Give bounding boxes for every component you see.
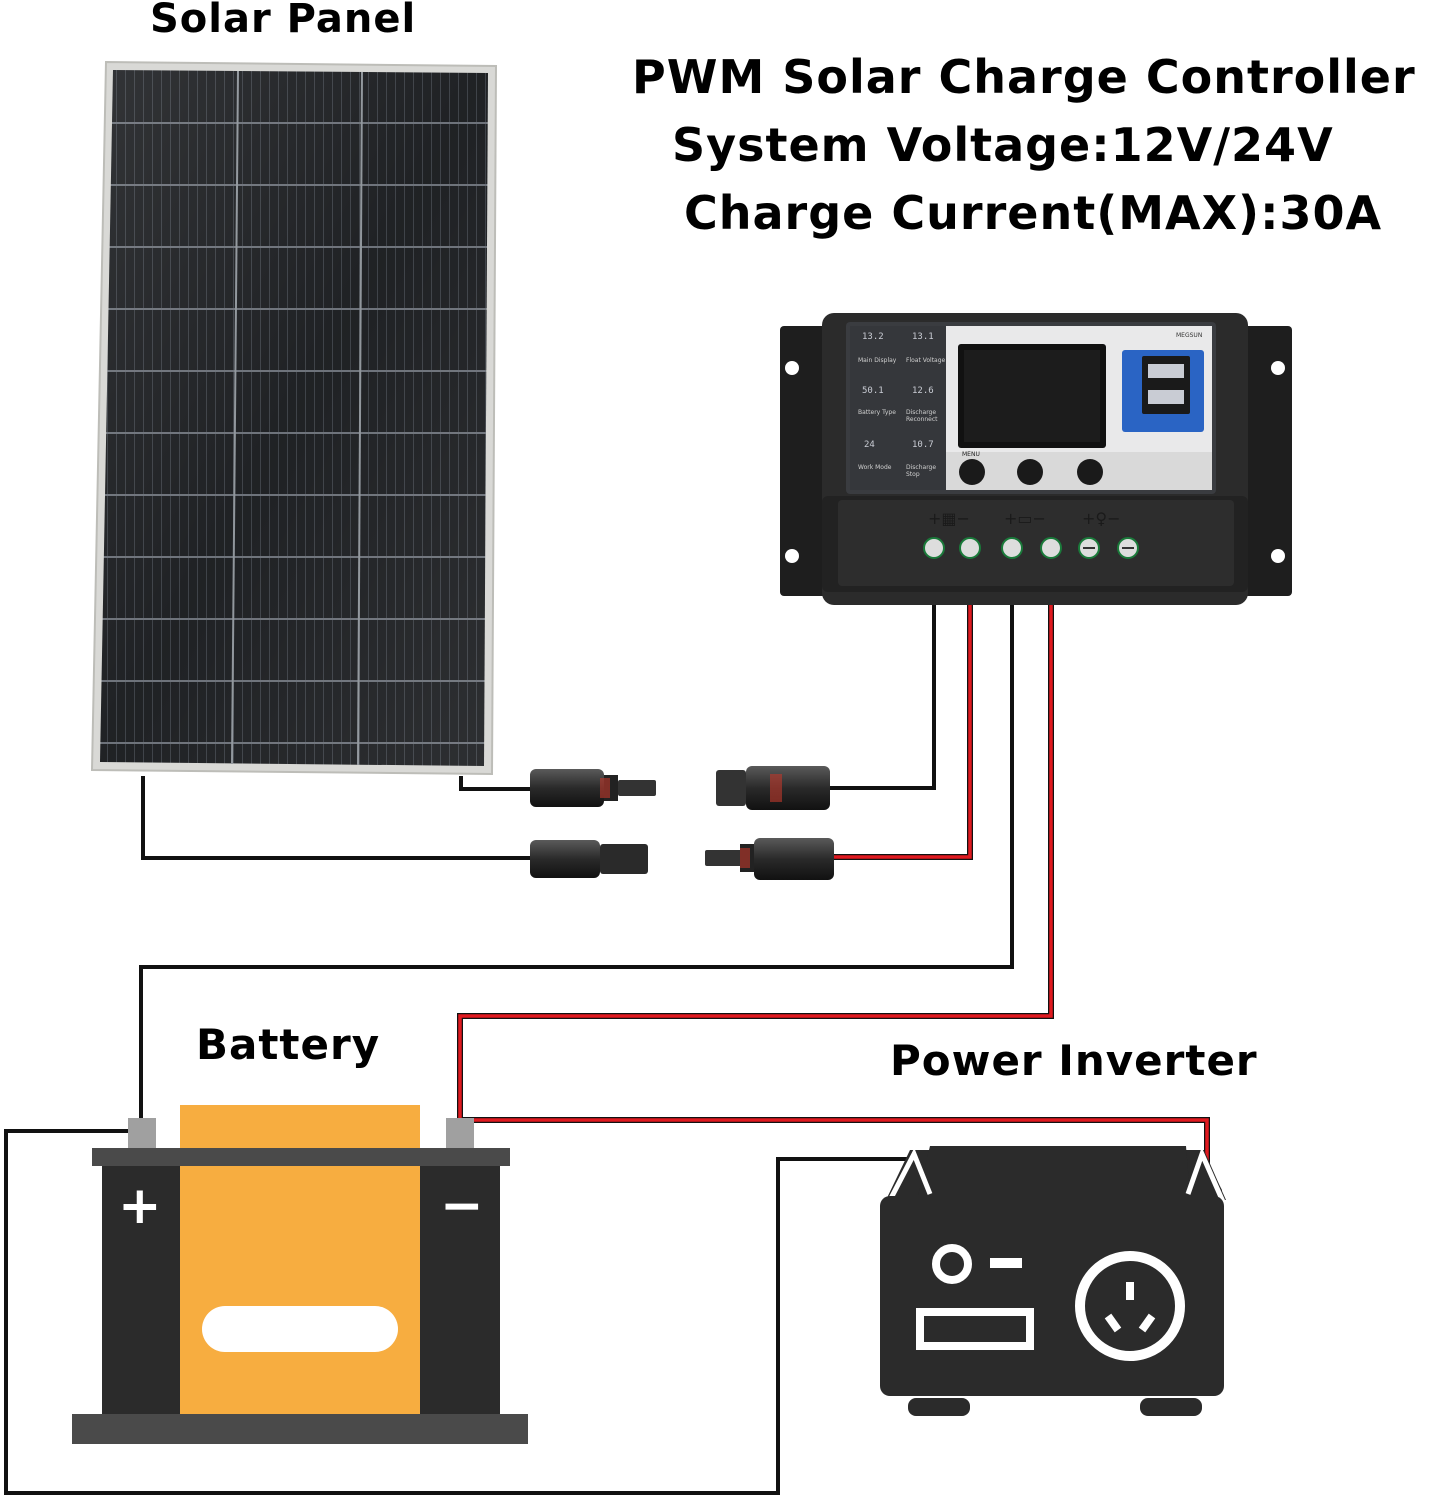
panel-negative-wire xyxy=(141,776,536,860)
screen-value-2: 13.1 xyxy=(912,332,934,342)
system-voltage-label: System Voltage:12V/24V xyxy=(672,118,1334,172)
screen-caption-4: Discharge Reconnect xyxy=(906,409,938,423)
battery-negative-wire xyxy=(457,548,1054,1118)
screen-caption-1: Main Display xyxy=(858,357,897,364)
mc4-connector-top-right xyxy=(716,766,830,810)
controller-pv-neg-wire xyxy=(828,548,936,790)
power-inverter xyxy=(880,1146,1227,1416)
terminal-screws xyxy=(923,537,1139,559)
menu-button xyxy=(959,459,985,485)
battery-terminal-positive xyxy=(128,1118,156,1148)
svg-text:+♀−: +♀− xyxy=(1082,509,1121,528)
mc4-connector-bottom-left xyxy=(530,840,648,878)
screen-value-3: 50.1 xyxy=(862,386,884,396)
charge-current-label: Charge Current(MAX):30A xyxy=(684,186,1383,240)
battery xyxy=(72,1105,528,1444)
battery-terminal-negative xyxy=(446,1118,474,1148)
screen-caption-5: Work Mode xyxy=(858,464,892,471)
screen-caption-6: Discharge Stop xyxy=(906,464,937,478)
screen-value-5: 24 xyxy=(864,440,875,450)
battery-positive-sign: + xyxy=(118,1176,162,1236)
solar-panel xyxy=(90,60,498,776)
up-button xyxy=(1017,459,1043,485)
inverter-negative-wire xyxy=(4,1129,910,1495)
solar-panel-label: Solar Panel xyxy=(150,0,417,42)
mc4-connector-top-left xyxy=(530,769,656,807)
charge-controller: +▦− +▭− +♀− xyxy=(780,313,1292,605)
battery-negative-sign: − xyxy=(440,1176,484,1236)
screen-caption-3: Battery Type xyxy=(858,409,896,416)
battery-positive-wire xyxy=(139,548,1014,1118)
mc4-connector-bottom-right xyxy=(705,838,834,880)
screen-value-4: 12.6 xyxy=(912,386,934,396)
screen-value-1: 13.2 xyxy=(862,332,884,342)
controller-brand: MEGSUN xyxy=(1176,332,1203,339)
svg-text:+▦−: +▦− xyxy=(928,509,970,528)
controller-title: PWM Solar Charge Controller xyxy=(632,50,1416,104)
menu-button-label: MENU xyxy=(962,451,980,458)
svg-text:+▭−: +▭− xyxy=(1004,509,1046,528)
screen-value-6: 10.7 xyxy=(912,440,934,450)
screen-caption-2: Float Voltage xyxy=(906,357,946,364)
panel-positive-wire xyxy=(459,776,536,791)
power-inverter-label: Power Inverter xyxy=(890,1036,1258,1085)
down-button xyxy=(1077,459,1103,485)
battery-label: Battery xyxy=(196,1020,381,1069)
